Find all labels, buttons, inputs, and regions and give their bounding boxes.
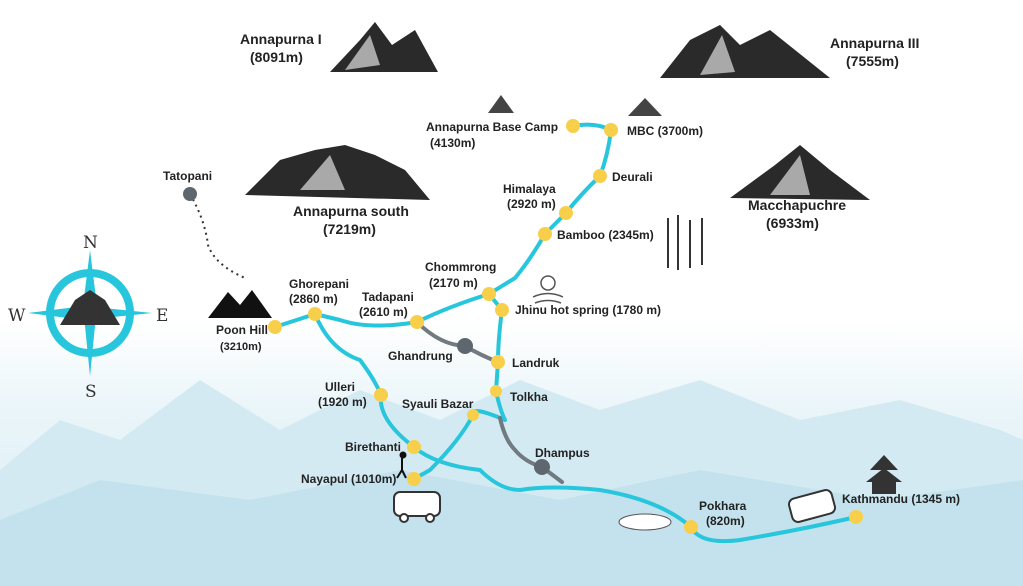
stop-altitude: (2860 m) [289, 292, 338, 306]
stop-label: Landruk [512, 356, 560, 370]
peak-name: Macchapuchre [748, 197, 846, 213]
mountain-icon [245, 22, 870, 200]
stop-label: Tatopani [163, 169, 212, 183]
peak-height: (8091m) [250, 49, 303, 65]
stop-ghorepani [308, 307, 322, 321]
peak-name: Annapurna I [240, 31, 322, 47]
temple-icon [866, 455, 902, 494]
compass-south: S [85, 382, 97, 402]
stop-abc [566, 119, 580, 133]
stop-ulleri [374, 388, 388, 402]
stop-label: Ulleri [325, 380, 355, 394]
stop-landruk [491, 355, 505, 369]
stop-label: MBC (3700m) [627, 124, 703, 138]
hill-icon [208, 290, 272, 318]
stop-bamboo [538, 227, 552, 241]
stop-altitude: (2170 m) [429, 276, 478, 290]
stop-label: Pokhara [699, 499, 747, 513]
stop-chommrong [482, 287, 496, 301]
stop-tolkha [490, 385, 502, 397]
stop-altitude: (1920 m) [318, 395, 367, 409]
stop-label: Tolkha [510, 390, 548, 404]
stop-label: Annapurna Base Camp [426, 120, 558, 134]
bus-icon [393, 489, 837, 523]
peak-name: Annapurna III [830, 35, 919, 51]
stop-label: Birethanti [345, 440, 401, 454]
stop-jhinu [495, 303, 509, 317]
stop-label: Deurali [612, 170, 653, 184]
stop-ghandrung [457, 338, 473, 354]
stop-himalaya [559, 206, 573, 220]
stop-kathmandu [849, 510, 863, 524]
stop-mbc [604, 123, 618, 137]
peak-name: Annapurna south [293, 203, 409, 219]
peak-height: (7555m) [846, 53, 899, 69]
compass-rose [28, 250, 152, 376]
stop-tatopani [183, 187, 197, 201]
compass-north: N [83, 233, 98, 253]
stop-label: Poon Hill [216, 323, 268, 337]
hot-spring-icon [532, 275, 564, 304]
stop-tadapani [410, 315, 424, 329]
lake-icon [618, 513, 672, 531]
stop-label: Nayapul (1010m) [301, 472, 396, 486]
stop-label: Chommrong [425, 260, 496, 274]
stop-nayapul [407, 472, 421, 486]
stop-label: Ghandrung [388, 349, 453, 363]
stop-altitude: (2610 m) [359, 305, 408, 319]
hiker-icon [396, 451, 407, 479]
stop-label: Kathmandu (1345 m) [842, 492, 960, 506]
stop-label: Jhinu hot spring (1780 m) [515, 303, 661, 317]
stop-altitude: (2920 m) [507, 197, 556, 211]
stop-dhampus [534, 459, 550, 475]
compass-west: W [8, 306, 26, 326]
tent-icon [628, 98, 662, 116]
stop-altitude: (4130m) [430, 136, 475, 150]
stop-label: Ghorepani [289, 277, 349, 291]
peak-height: (7219m) [323, 221, 376, 237]
stop-label: Syauli Bazar [402, 397, 474, 411]
stop-deurali [593, 169, 607, 183]
stop-syauli [467, 409, 479, 421]
stop-label: Dhampus [535, 446, 590, 460]
stop-altitude: (3210m) [220, 341, 262, 353]
compass-east: E [156, 306, 168, 326]
tent-icon [488, 95, 514, 113]
stop-pokhara [684, 520, 698, 534]
bamboo-icon [667, 215, 703, 270]
stop-label: Bamboo (2345m) [557, 228, 654, 242]
stop-poonhill [268, 320, 282, 334]
peak-height: (6933m) [766, 215, 819, 231]
stop-label: Tadapani [362, 290, 414, 304]
stop-altitude: (820m) [706, 514, 745, 528]
stop-label: Himalaya [503, 182, 556, 196]
stop-birethanti [407, 440, 421, 454]
